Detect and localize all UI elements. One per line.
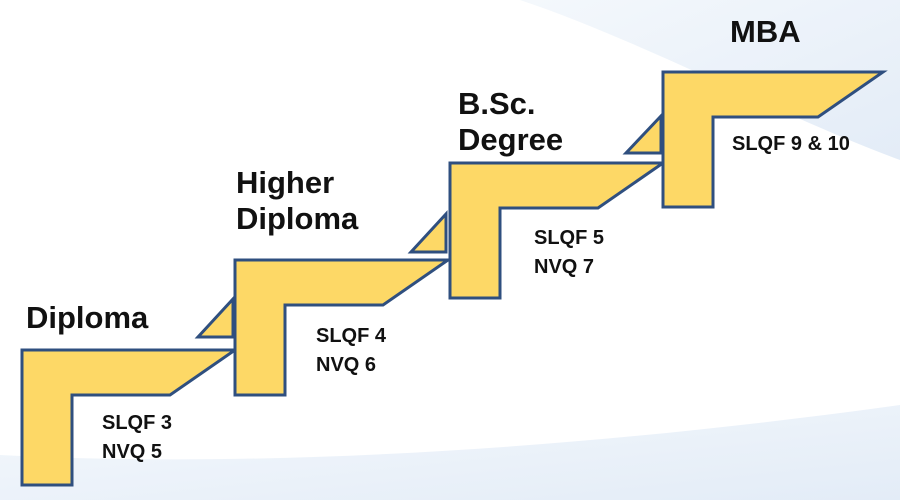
step-block-higher-diploma bbox=[233, 258, 453, 397]
step-level-diploma: SLQF 3 NVQ 5 bbox=[102, 412, 173, 463]
step-title-higher-diploma: Higher Diploma bbox=[236, 165, 359, 236]
step-riser-diploma bbox=[194, 295, 235, 339]
step-level-bsc-degree: SLQF 5 NVQ 7 bbox=[534, 227, 605, 278]
step-title-bsc-degree: B.Sc. Degree bbox=[458, 86, 564, 157]
step-riser-bsc-degree bbox=[622, 112, 663, 155]
step-block-mba bbox=[661, 70, 888, 209]
step-level-mba: SLQF 9 & 10 bbox=[732, 133, 850, 155]
step-title-mba: MBA bbox=[730, 14, 801, 49]
step-title-diploma: Diploma bbox=[26, 300, 149, 335]
step-riser-higher-diploma bbox=[407, 210, 448, 254]
step-level-higher-diploma: SLQF 4 NVQ 6 bbox=[316, 325, 387, 376]
